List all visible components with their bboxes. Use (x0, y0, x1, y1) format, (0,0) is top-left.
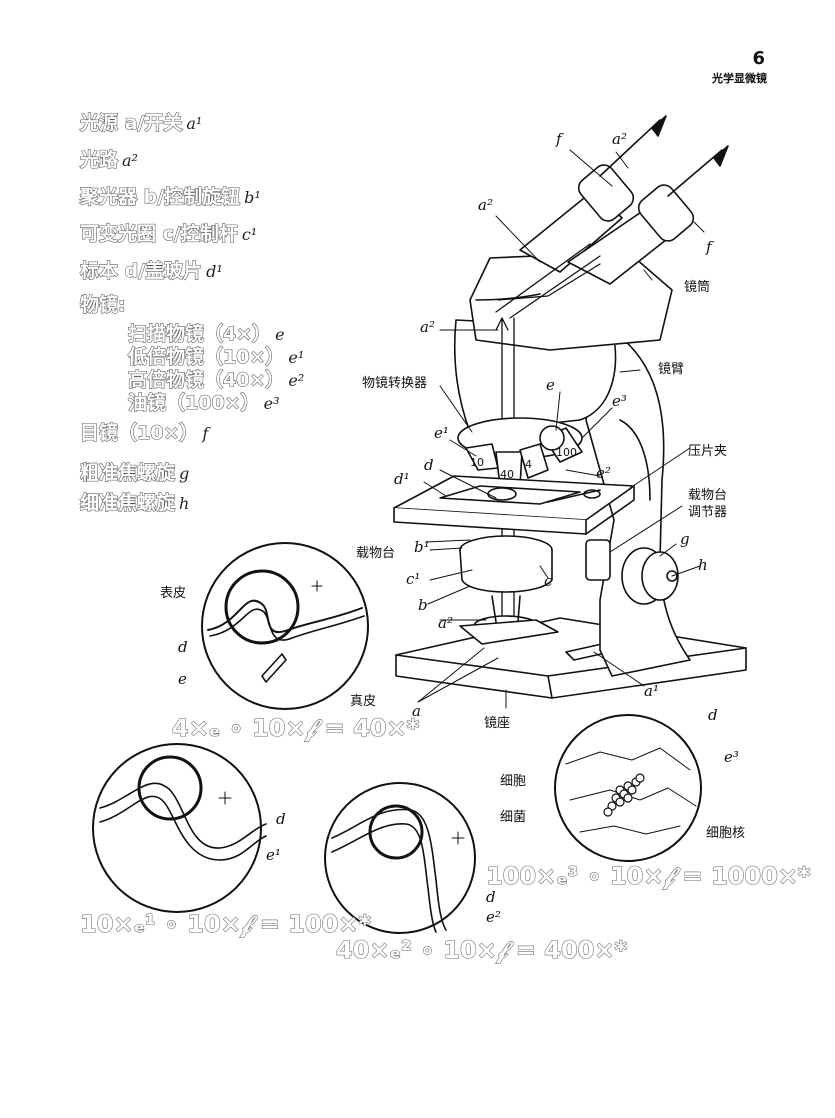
eyepiece-tubes (519, 115, 729, 285)
letter-a2-low: a² (438, 614, 453, 632)
condenser (459, 535, 559, 645)
legend-eyepiece: 目镜（10×）f (79, 421, 209, 444)
label-epidermis: 表皮 (160, 586, 187, 601)
microscope-stage (393, 475, 635, 535)
letter-d-view1: d (178, 638, 188, 656)
objective-mark-100: 100 (556, 446, 577, 459)
formula-100x: 100×ₑ³ ∘ 10×𝒻 = 1000×* (485, 861, 811, 890)
letter-a2-top: a² (612, 130, 627, 148)
letter-e1-view2: e¹ (266, 846, 281, 864)
letter-d-view2: d (276, 810, 286, 828)
focus-knobs (585, 539, 679, 605)
letter-e: e (546, 376, 555, 394)
micro-view-4x (201, 542, 369, 710)
letter-e3: e³ (612, 392, 627, 410)
page-number: 6 (752, 48, 765, 69)
label-nucleus: 细胞核 (706, 826, 746, 841)
leader-lines (417, 149, 705, 709)
letter-d: d (424, 456, 434, 474)
letter-b1: b¹ (414, 538, 430, 556)
label-cell: 细胞 (500, 774, 527, 789)
formula-4x: 4×ₑ ∘ 10×𝒻 = 40×* (171, 713, 420, 742)
legend-scanning-objective: 扫描物镜（4×）e (127, 322, 285, 345)
micro-view-100x (554, 714, 702, 862)
label-bacteria: 细菌 (500, 810, 527, 825)
legend-low-objective: 低倍物镜（10×）e¹ (127, 345, 305, 368)
label-dermis: 真皮 (350, 694, 377, 709)
letter-e3-view4: e³ (724, 748, 739, 766)
label-clip: 压片夹 (688, 444, 728, 459)
label-nosepiece: 物镜转换器 (362, 376, 428, 391)
letter-f-right: f (706, 238, 712, 256)
label-base: 镜座 (484, 716, 511, 731)
letter-d-view4: d (708, 706, 718, 724)
letter-a2-mid: a² (420, 318, 435, 336)
objective-mark-4: 4 (525, 458, 532, 471)
letter-h: h (698, 556, 708, 574)
label-stage: 载物台 (356, 546, 396, 561)
letter-f-top: f (556, 130, 562, 148)
letter-e2: e² (596, 464, 611, 482)
legend-high-objective: 高倍物镜（40×）e² (127, 368, 305, 391)
label-arm: 镜臂 (658, 362, 685, 377)
letter-g: g (680, 530, 690, 548)
objective-mark-40: 40 (500, 468, 514, 481)
letter-d-view3: d (486, 888, 496, 906)
micro-view-10x (92, 743, 267, 913)
legend-oil-objective: 油镜（100×）e³ (127, 391, 280, 414)
letter-c1: c¹ (406, 570, 421, 588)
letter-a: a (412, 702, 421, 720)
letter-a1: a¹ (644, 682, 659, 700)
label-stage-adjust-1: 载物台 (688, 488, 728, 503)
letter-e-view1: e (178, 670, 187, 688)
chapter-title: 光学显微镜 (712, 72, 767, 85)
letter-a2-head: a² (478, 196, 493, 214)
label-tube: 镜筒 (684, 280, 711, 295)
formula-40x: 40×ₑ² ∘ 10×𝒻 = 400×* (335, 935, 628, 964)
letter-b: b (418, 596, 428, 614)
microscope-head (453, 251, 673, 433)
formula-10x: 10×ₑ¹ ∘ 10×𝒻 = 100×* (79, 909, 372, 938)
nosepiece-objectives (457, 417, 583, 487)
legend-objectives: 物镜: (79, 293, 126, 316)
micro-view-40x (324, 782, 476, 934)
letter-e1: e¹ (434, 424, 449, 442)
objective-mark-10: 10 (470, 456, 484, 469)
label-stage-adjust-2: 调节器 (688, 505, 728, 520)
letter-d1: d¹ (394, 470, 410, 488)
letter-e2-view3: e² (486, 908, 501, 926)
letter-c: c (544, 572, 553, 590)
